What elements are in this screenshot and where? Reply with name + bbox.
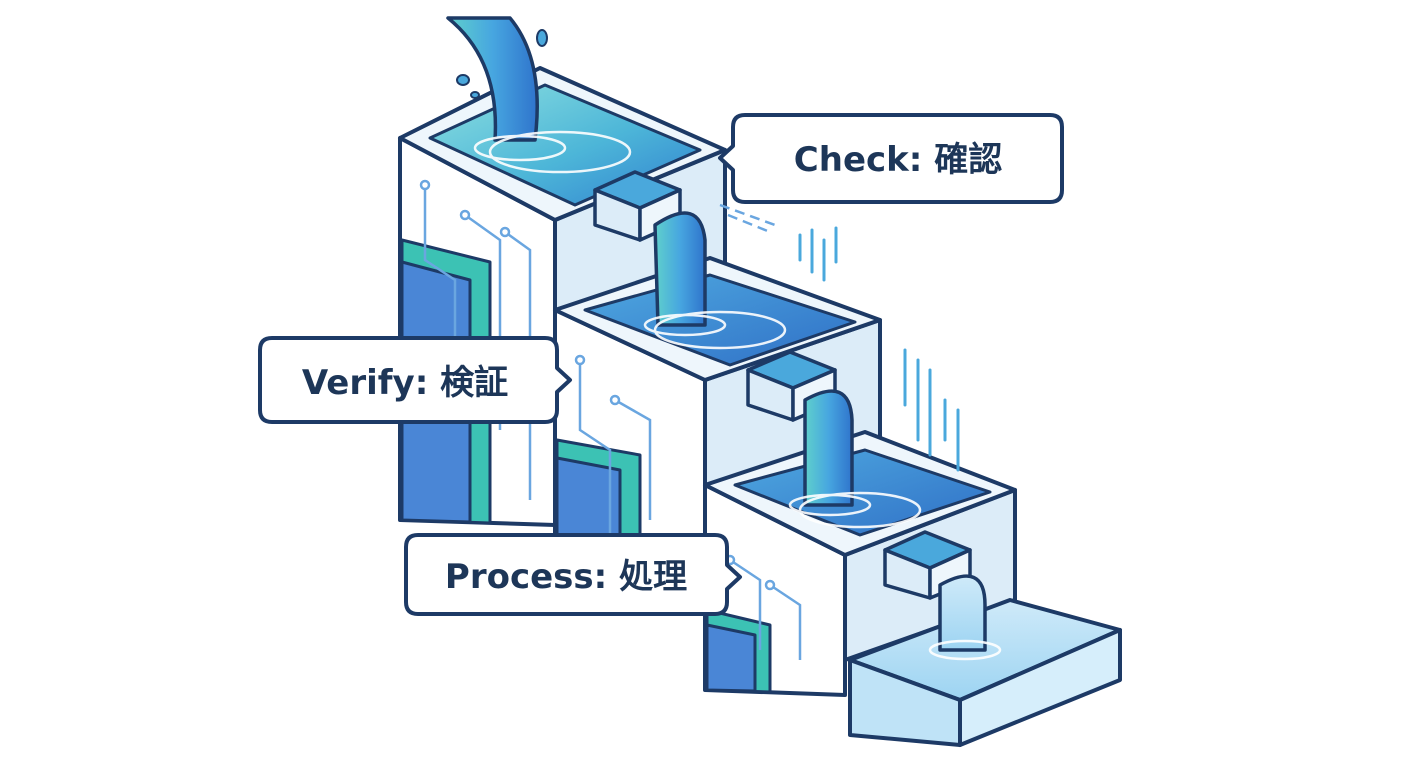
water-ripples — [473, 130, 1002, 661]
process-callout: Process: 処理 — [404, 533, 742, 616]
dashed-lines — [719, 203, 776, 234]
verify-label: Verify: 検証 — [302, 363, 508, 403]
circuit-trace-icon — [574, 354, 652, 560]
check-callout: Check: 確認 — [718, 113, 1064, 204]
water-stream-icon — [446, 16, 987, 652]
filter-box-icon — [593, 170, 682, 242]
droplets — [456, 29, 548, 99]
bottom-collection-tray — [848, 598, 1122, 747]
data-signal-bars — [798, 226, 960, 472]
check-label: Check: 確認 — [794, 140, 1002, 180]
process-label: Process: 処理 — [445, 557, 687, 597]
verify-callout: Verify: 検証 — [258, 336, 572, 424]
